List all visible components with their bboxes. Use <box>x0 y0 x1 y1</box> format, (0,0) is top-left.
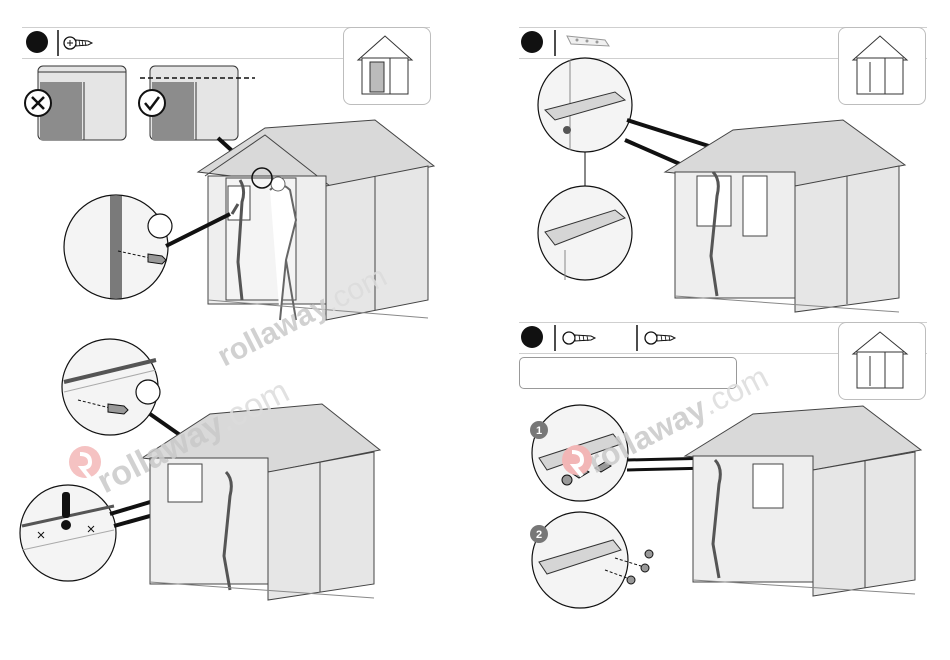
rollaway-logo-icon <box>69 446 101 478</box>
rollaway-logo-icon <box>562 445 592 476</box>
